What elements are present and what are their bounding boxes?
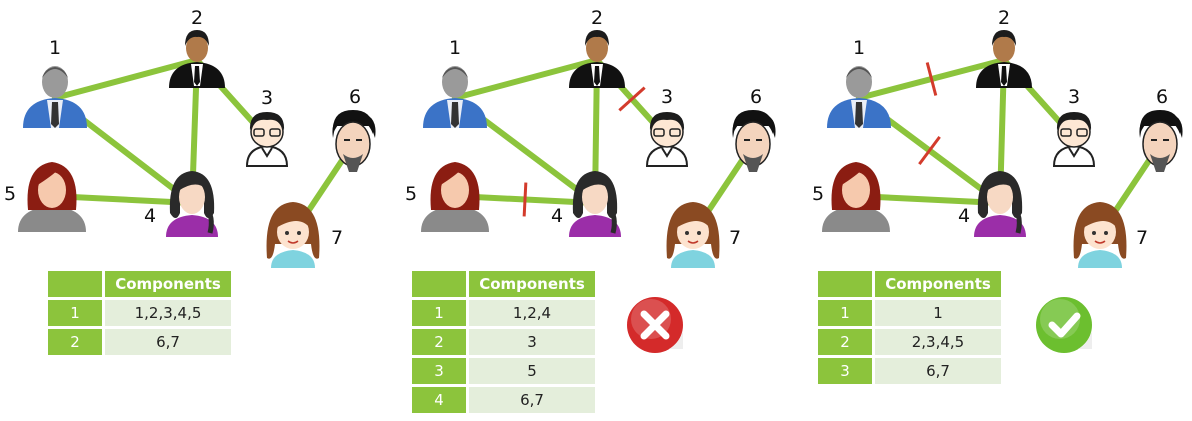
- table-header: Components: [469, 271, 595, 297]
- node-label: 5: [3, 183, 17, 205]
- businessman-suit-icon: [976, 30, 1032, 88]
- node-label: 2: [590, 7, 604, 29]
- node-label: 3: [1067, 86, 1081, 108]
- bearded-man-icon: [732, 110, 776, 172]
- component-index: 3: [818, 358, 875, 384]
- node-label: 7: [1135, 227, 1149, 249]
- node-label: 2: [190, 7, 204, 29]
- smiling-girl-icon: [1073, 202, 1127, 268]
- table-header: Components: [105, 271, 231, 297]
- cut-mark-2-3: [618, 86, 646, 112]
- component-index: 1: [48, 300, 105, 326]
- edge-1-2: [52, 57, 200, 101]
- node-label: 7: [330, 227, 344, 249]
- node-label: 1: [448, 37, 462, 59]
- node-label: 3: [260, 87, 274, 109]
- correct-check-icon: [1036, 297, 1092, 353]
- node-label: 2: [997, 7, 1011, 29]
- component-index: 2: [818, 329, 875, 355]
- network-graph: [421, 30, 776, 268]
- table-corner-cell: [818, 271, 875, 297]
- node-label: 5: [811, 183, 825, 205]
- cut-mark-1-4: [918, 135, 941, 166]
- node-label: 6: [348, 86, 362, 108]
- node-label: 3: [660, 86, 674, 108]
- node-label: 4: [550, 205, 564, 227]
- node-label: 6: [749, 86, 763, 108]
- node-label: 5: [404, 183, 418, 205]
- wrong-x-icon: [627, 297, 683, 353]
- table-corner-cell: [48, 271, 105, 297]
- component-members: 5: [469, 358, 595, 384]
- component-members: 1: [875, 300, 1001, 326]
- network-graph: [822, 30, 1183, 268]
- smiling-girl-icon: [666, 202, 720, 268]
- component-index: 2: [412, 329, 469, 355]
- table-header: Components: [875, 271, 1001, 297]
- table-corner-cell: [412, 271, 469, 297]
- cut-mark-5-4: [522, 182, 528, 217]
- glasses-boy-icon: [245, 112, 289, 167]
- smiling-girl-icon: [266, 202, 320, 268]
- component-members: 2,3,4,5: [875, 329, 1001, 355]
- businessman-gray-icon: [827, 66, 891, 128]
- node-label: 4: [957, 205, 971, 227]
- girl-purple-icon: [569, 171, 621, 237]
- girl-purple-icon: [166, 171, 218, 237]
- cut-mark-1-2: [925, 62, 938, 96]
- component-index: 1: [412, 300, 469, 326]
- businessman-gray-icon: [423, 66, 487, 128]
- woman-red-hair-icon: [421, 162, 489, 232]
- girl-purple-icon: [974, 171, 1026, 237]
- component-members: 1,2,4: [469, 300, 595, 326]
- component-members: 6,7: [105, 329, 231, 355]
- bearded-man-icon: [1139, 110, 1183, 172]
- businessman-suit-icon: [569, 30, 625, 88]
- businessman-gray-icon: [23, 66, 87, 128]
- component-members: 6,7: [875, 358, 1001, 384]
- glasses-boy-icon: [645, 112, 689, 167]
- component-index: 3: [412, 358, 469, 384]
- node-label: 7: [728, 227, 742, 249]
- node-label: 1: [48, 37, 62, 59]
- woman-red-hair-icon: [18, 162, 86, 232]
- bearded-man-icon: [332, 110, 376, 172]
- component-index: 2: [48, 329, 105, 355]
- component-members: 6,7: [469, 387, 595, 413]
- network-graph: [18, 30, 376, 268]
- node-label: 6: [1155, 86, 1169, 108]
- businessman-suit-icon: [169, 30, 225, 88]
- glasses-boy-icon: [1052, 112, 1096, 167]
- component-index: 4: [412, 387, 469, 413]
- woman-red-hair-icon: [822, 162, 890, 232]
- node-label: 4: [143, 205, 157, 227]
- component-index: 1: [818, 300, 875, 326]
- component-members: 1,2,3,4,5: [105, 300, 231, 326]
- node-label: 1: [852, 37, 866, 59]
- component-members: 3: [469, 329, 595, 355]
- edge-1-2: [452, 57, 600, 101]
